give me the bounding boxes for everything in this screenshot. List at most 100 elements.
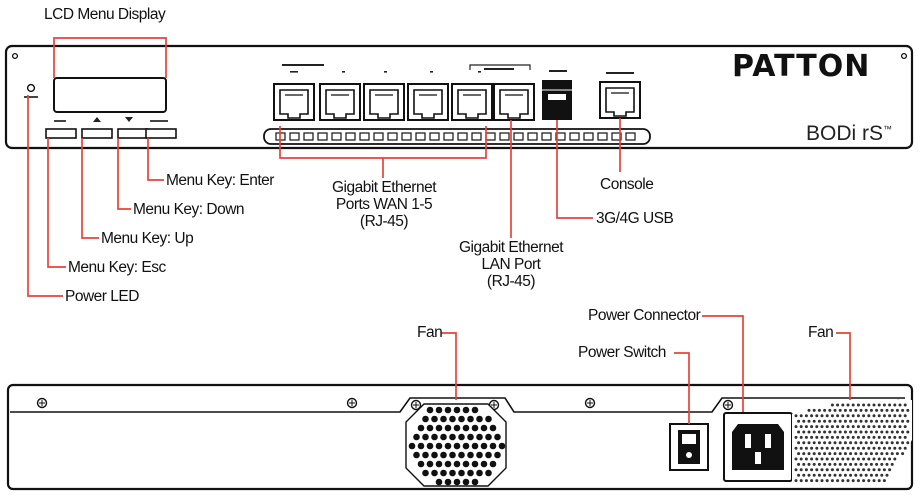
fan-grille-right-holes [794, 403, 910, 483]
fan-hole [859, 441, 863, 445]
fan-hole [859, 419, 863, 423]
fan-hole [877, 479, 881, 483]
fan-hole [817, 452, 821, 456]
fan-hole [817, 430, 821, 434]
fan-hole [864, 441, 868, 445]
fan-hole [471, 478, 479, 486]
fan-hole [797, 452, 801, 456]
fan-hole [802, 473, 806, 477]
fan-hole [880, 430, 884, 434]
fan-hole [838, 419, 842, 423]
fan-hole [882, 446, 886, 450]
label-gigabit-wan-line-2: Ports WAN 1-5 [335, 196, 433, 213]
fan-hole [869, 462, 873, 466]
fan-hole [898, 403, 902, 407]
fan-hole [797, 430, 801, 434]
front-screw-right [900, 52, 908, 60]
fan-hole [825, 414, 829, 418]
fan-hole [823, 441, 827, 445]
fan-hole [440, 469, 447, 477]
fan-hole [885, 408, 889, 412]
fan-hole [890, 441, 894, 445]
fan-hole [820, 425, 824, 429]
fan-hole [836, 468, 840, 472]
fan-hole [849, 419, 853, 423]
fan-hole [830, 479, 834, 483]
label-lcd-menu-display: LCD Menu Display [44, 6, 166, 23]
fan-hole [877, 468, 881, 472]
callout-line-esc [47, 138, 66, 268]
fan-hole [435, 478, 443, 486]
fan-hole [833, 462, 837, 466]
fan-hole [799, 468, 803, 472]
fan-hole [812, 408, 816, 412]
fan-hole [888, 435, 892, 439]
fan-hole [426, 442, 434, 450]
fan-hole [498, 442, 506, 450]
fan-hole [872, 479, 876, 483]
fan-hole [890, 430, 894, 434]
fan-hole [869, 408, 873, 412]
fan-hole [841, 425, 845, 429]
model-name: BODi rS™ [806, 118, 892, 145]
fan-hole [820, 479, 824, 483]
fan-hole [901, 419, 905, 423]
fan-hole [867, 403, 871, 407]
fan-hole [906, 408, 910, 412]
fan-hole [815, 468, 819, 472]
fan-hole [830, 468, 834, 472]
fan-hole [895, 452, 899, 456]
fan-hole [836, 425, 840, 429]
fan-hole [867, 468, 871, 472]
menu-key-esc [45, 128, 77, 139]
fan-hole [794, 414, 798, 418]
callout-line-usb [556, 120, 593, 219]
fan-hole [851, 414, 855, 418]
fan-hole [453, 478, 461, 486]
fan-hole [864, 408, 868, 412]
fan-hole [856, 468, 860, 472]
fan-hole [431, 415, 438, 423]
fan-hole [901, 452, 905, 456]
fan-hole [862, 479, 866, 483]
fan-hole [882, 403, 886, 407]
fan-hole [458, 451, 465, 459]
power-switch [669, 423, 709, 471]
fan-hole [846, 457, 850, 461]
fan-hole [467, 415, 474, 423]
fan-hole [823, 462, 827, 466]
fan-hole [799, 414, 803, 418]
fan-hole [843, 473, 847, 477]
fan-hole [807, 408, 811, 412]
fan-hole [901, 441, 905, 445]
fan-hole [875, 452, 879, 456]
fan-hole [807, 452, 811, 456]
fan-hole [859, 408, 863, 412]
fan-hole [462, 460, 470, 468]
fan-hole [494, 433, 501, 441]
fan-hole [849, 452, 853, 456]
fan-hole [807, 419, 811, 423]
fan-hole [810, 414, 814, 418]
fan-hole [467, 469, 474, 477]
fan-hole [426, 406, 434, 414]
rj45-port-2 [319, 83, 361, 121]
fan-hole [435, 460, 443, 468]
fan-hole [854, 462, 858, 466]
fan-hole [449, 469, 456, 477]
fan-hole [417, 424, 425, 432]
fan-hole [867, 479, 871, 483]
fan-hole [794, 468, 798, 472]
fan-hole [825, 435, 829, 439]
fan-hole [888, 425, 892, 429]
fan-hole [802, 441, 806, 445]
fan-hole [476, 451, 483, 459]
fan-hole [846, 425, 850, 429]
fan-hole [480, 460, 488, 468]
fan-hole [882, 425, 886, 429]
fan-hole [864, 419, 868, 423]
fan-hole [877, 403, 881, 407]
rear-panel [6, 383, 914, 491]
fan-hole [810, 446, 814, 450]
fan-hole [815, 446, 819, 450]
